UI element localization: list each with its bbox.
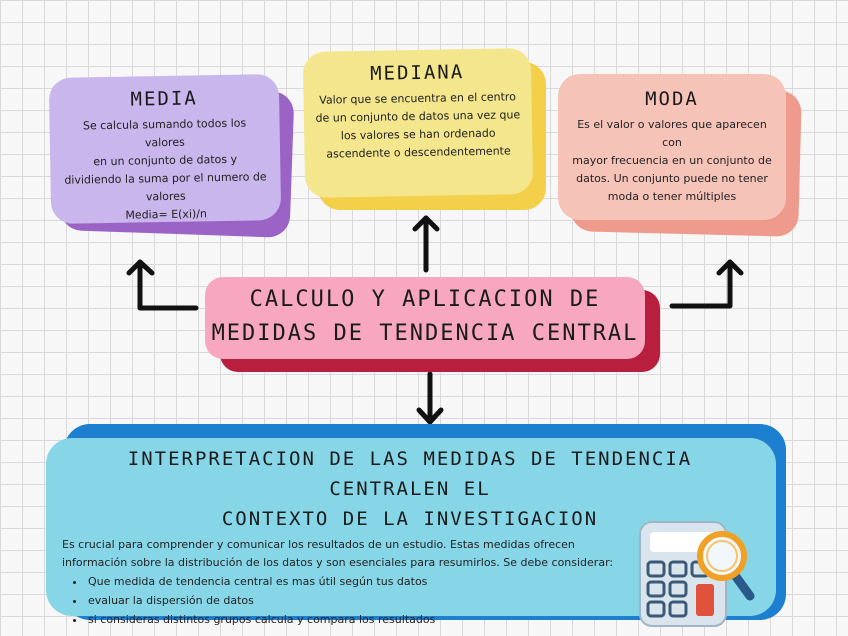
moda-line: mayor frecuencia en un conjunto de [572, 154, 772, 167]
interpretacion-intro: Es crucial para comprender y comunicar l… [62, 536, 642, 572]
moda-description: Es el valor o valores que aparecen con m… [568, 116, 776, 206]
list-item: evaluar la dispersión de datos [86, 591, 758, 610]
media-formula: Media= E(xi)/n [125, 207, 208, 222]
moda-line: Es el valor o valores que aparecen con [577, 118, 767, 149]
arrow-to-interpretacion-head [416, 407, 444, 425]
mediana-description: Valor que se encuentra en el centro de u… [313, 88, 522, 164]
moda-line: moda o tener múltiples [607, 190, 737, 203]
moda-card: MODA Es el valor o valores que aparecen … [558, 74, 786, 220]
media-description: Se calcula sumando todos los valores en … [61, 114, 269, 226]
arrow-to-media-head [126, 259, 155, 276]
central-title-card: CALCULO Y APLICACION DE MEDIDAS DE TENDE… [205, 277, 645, 359]
moda-title: MODA [645, 88, 699, 110]
moda-line: datos. Un conjunto puede no tener [576, 172, 768, 185]
arrow-to-moda-head [716, 259, 744, 276]
arrow-to-moda [669, 259, 733, 309]
mediana-title: MEDIANA [369, 61, 465, 85]
list-item: si consideras distintos grupos calcula y… [86, 610, 758, 629]
interpretacion-title-line-2: CONTEXTO DE LA INVESTIGACION [221, 508, 599, 530]
central-title-line-1: CALCULO Y APLICACION DE [249, 287, 601, 312]
arrow-to-media [137, 259, 199, 311]
calculator-with-magnifier-icon [639, 521, 755, 627]
media-card: MEDIA Se calcula sumando todos los valor… [48, 74, 282, 226]
media-line: Se calcula sumando todos los valores [82, 116, 247, 150]
interpretacion-intro-line: Es crucial para comprender y comunicar l… [62, 538, 575, 551]
interpretacion-title-line-1: INTERPRETACION DE LAS MEDIDAS DE TENDENC… [127, 448, 693, 500]
considerations-list: Que medida de tendencia central es mas ú… [62, 572, 758, 629]
mediana-card: MEDIANA Valor que se encuentra en el cen… [302, 48, 534, 198]
media-line: dividiendo la suma por el numero de [64, 170, 267, 187]
mediana-line: ascendente o descendentemente [326, 144, 511, 161]
list-item: Que medida de tendencia central es mas ú… [86, 572, 758, 591]
interpretacion-intro-line: información sobre la distribución de los… [62, 556, 614, 569]
arrow-to-mediana-head [412, 215, 440, 232]
central-title-line-2: MEDIDAS DE TENDENCIA CENTRAL [211, 321, 639, 346]
media-title: MEDIA [130, 87, 198, 111]
